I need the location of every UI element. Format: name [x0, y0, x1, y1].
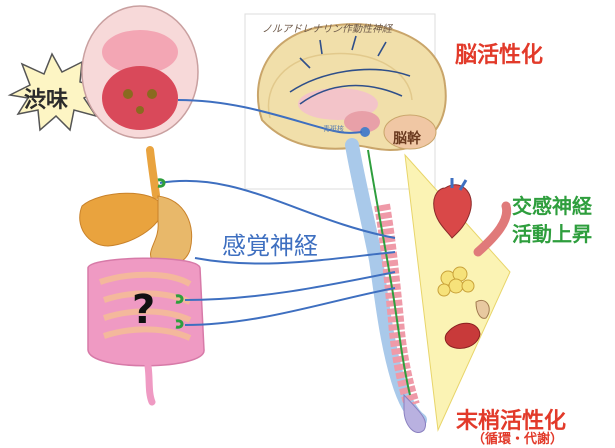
sensory-nerve-label: 感覚神経 — [222, 226, 318, 261]
brain-activation-label: 脳活性化 — [455, 37, 543, 69]
vessel-icon — [478, 206, 507, 252]
noradrenergic-nerve-label: ノルアドレナリン作動性神経 — [262, 20, 392, 35]
brainstem-label: 脳幹 — [393, 128, 421, 148]
paraventricular-label: 青斑核 — [323, 124, 344, 134]
sympathetic-label-line1: 交感神経 — [512, 190, 592, 219]
astringency-label: 渋味 — [24, 82, 68, 114]
liver-icon — [80, 193, 163, 246]
spine-vertebrae — [382, 205, 412, 405]
mouth-icon — [82, 6, 198, 138]
circulation-metabolism-label: （循環・代謝） — [472, 428, 563, 447]
unknown-mark: ? — [132, 287, 155, 333]
esophagus — [150, 150, 156, 195]
sympathetic-label-line2: 活動上昇 — [512, 218, 592, 247]
